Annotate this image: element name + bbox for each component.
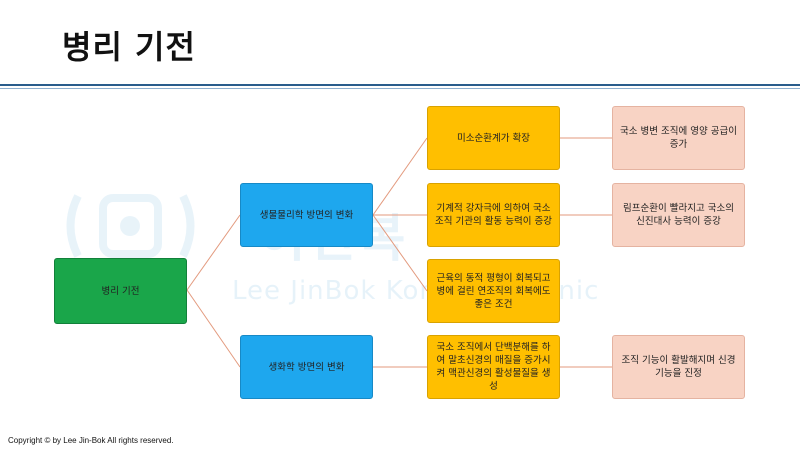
title-divider-thin <box>0 88 800 89</box>
title-divider <box>0 84 800 86</box>
node-micro: 미소순환계가 확장 <box>427 106 560 170</box>
edge-physio-micro <box>372 137 428 216</box>
node-biochem: 생화학 방면의 변화 <box>240 335 373 399</box>
slide-title: 병리 기전 <box>62 28 196 66</box>
node-supply: 국소 병변 조직에 영양 공급이 증가 <box>612 106 745 170</box>
node-muscle: 근육의 동적 평형이 회복되고 병에 걸린 연조직의 회복에도 좋은 조건 <box>427 259 560 323</box>
node-nerve: 조직 기능이 활발해지며 신경 기능을 진정 <box>612 335 745 399</box>
node-physio: 생물물리학 방면의 변화 <box>240 183 373 247</box>
edge-physio-muscle <box>372 214 428 292</box>
node-root: 병리 기전 <box>54 258 187 324</box>
edge-root-physio <box>186 214 241 291</box>
node-protein: 국소 조직에서 단백분해를 하여 말초신경의 매질을 증가시켜 맥관신경의 활성… <box>427 335 560 399</box>
node-lymph: 림프순환이 빨라지고 국소의 신진대사 능력이 증강 <box>612 183 745 247</box>
edge-root-biochem <box>186 289 241 368</box>
copyright-footer: Copyright © by Lee Jin-Bok All rights re… <box>8 436 174 445</box>
node-mech: 기계적 강자극에 의하여 국소 조직 기관의 활동 능력이 증강 <box>427 183 560 247</box>
watermark-logo-icon <box>66 194 195 258</box>
